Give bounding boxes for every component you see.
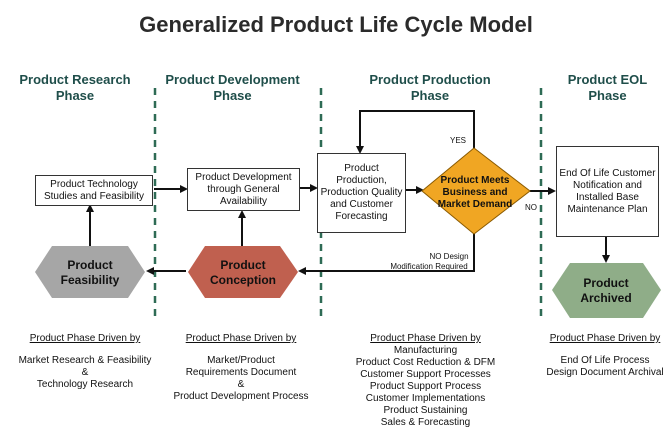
driven-by-production-line: Customer Implementations — [365, 393, 486, 404]
decision-diamond — [421, 147, 531, 235]
phase-header-development-line1: Product Development — [165, 72, 300, 87]
decision-line3: Market Demand — [438, 199, 512, 210]
driven-by-production-line: Product Cost Reduction & DFM — [355, 357, 496, 368]
driven-by-research: Product Phase Driven by Market Research … — [0, 333, 170, 391]
driven-by-production-line: Product Support Process — [369, 381, 482, 392]
box-eol: End Of Life Customer Notification and In… — [556, 146, 659, 237]
driven-by-eol-line: End Of Life Process — [560, 355, 650, 366]
phase-header-development: Product Development Phase — [150, 72, 315, 104]
driven-by-eol-line: Design Document Archival — [546, 367, 664, 378]
product-archived-hexagon — [552, 263, 661, 318]
phase-header-production: Product Production Phase — [330, 72, 530, 104]
no-label: NO — [525, 203, 537, 212]
arrow-yes-loop — [356, 110, 475, 154]
phase-header-research: Product Research Phase — [0, 72, 150, 104]
driven-by-production-line: Manufacturing — [393, 345, 458, 356]
decision-line1: Product Meets — [441, 175, 510, 186]
diagram-title: Generalized Product Life Cycle Model — [139, 12, 533, 37]
driven-by-research-line: Technology Research — [36, 379, 134, 390]
phase-header-eol: Product EOL Phase — [545, 72, 670, 104]
driven-by-eol-header: Product Phase Driven by — [549, 333, 661, 344]
driven-by-research-line: Market Research & Feasibility — [18, 355, 152, 366]
driven-by-development-line: Market/Product — [207, 355, 275, 366]
box-development: Product Development through General Avai… — [187, 168, 300, 211]
phase-header-production-line2: Phase — [410, 88, 450, 103]
phase-header-development-line2: Phase — [213, 88, 252, 103]
arrow-no-design-to-conception — [298, 233, 475, 275]
no-design-label-line1: NO Design — [429, 252, 468, 261]
product-conception-line1: Product — [220, 258, 265, 272]
product-archived-line2: Archived — [580, 291, 631, 305]
driven-by-development: Product Phase Driven by Market/Product R… — [155, 333, 327, 403]
driven-by-research-header: Product Phase Driven by — [29, 333, 141, 344]
phase-header-research-line1: Product Research — [19, 72, 131, 87]
no-design-label-line2: Modification Required — [390, 262, 467, 271]
phase-header-research-line2: Phase — [55, 88, 95, 103]
driven-by-production-line: Customer Support Processes — [360, 369, 491, 380]
product-feasibility-hexagon — [35, 246, 145, 298]
driven-by-production-line: Sales & Forecasting — [380, 417, 471, 428]
box-production: Product Production, Production Quality a… — [317, 153, 406, 233]
driven-by-research-line: & — [81, 367, 89, 378]
driven-by-production-header: Product Phase Driven by — [370, 333, 481, 344]
phase-header-eol-line2: Phase — [588, 88, 627, 103]
driven-by-development-line: Product Development Process — [173, 391, 309, 402]
driven-by-production-line: Product Sustaining — [383, 405, 468, 416]
driven-by-eol: Product Phase Driven by End Of Life Proc… — [538, 333, 672, 379]
yes-label: YES — [450, 136, 466, 145]
driven-by-development-line: & — [237, 379, 245, 390]
decision-line2: Business and — [442, 187, 507, 198]
phase-header-production-line1: Product Production — [369, 72, 491, 87]
driven-by-development-header: Product Phase Driven by — [185, 333, 297, 344]
driven-by-production: Product Phase Driven by Manufacturing Pr… — [333, 333, 518, 429]
product-feasibility-line2: Feasibility — [61, 273, 120, 287]
product-archived-line1: Product — [583, 276, 628, 290]
phase-header-eol-line1: Product EOL — [567, 72, 648, 87]
product-conception-line2: Conception — [210, 273, 276, 287]
driven-by-development-line: Requirements Document — [185, 367, 297, 378]
product-feasibility-line1: Product — [67, 258, 112, 272]
product-conception-hexagon — [188, 246, 298, 298]
box-research: Product Technology Studies and Feasibili… — [35, 175, 153, 206]
